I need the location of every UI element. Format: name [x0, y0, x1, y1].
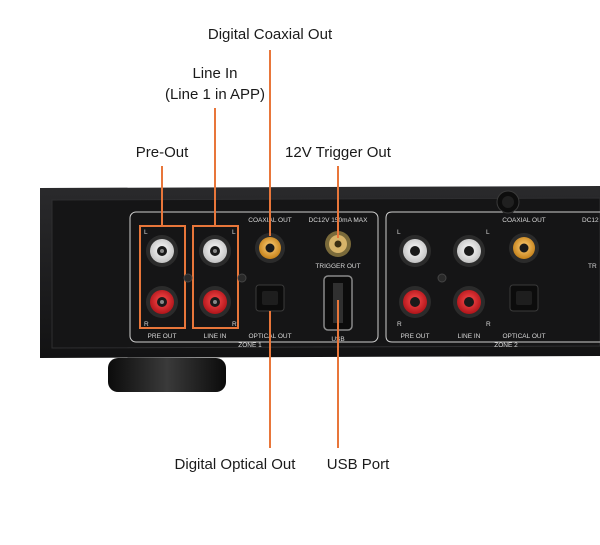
z1-l-right: L [232, 229, 236, 236]
z2-pre-out-label: PRE OUT [401, 333, 430, 340]
z2-tr-partial: TR [588, 263, 597, 270]
zone2-line-in-r-jack [453, 286, 485, 318]
z2-coaxial-label: COAXIAL OUT [502, 217, 545, 224]
chassis-screw [496, 190, 520, 214]
z1-pre-out-label: PRE OUT [148, 333, 177, 340]
z2-zone-label: ZONE 2 [494, 342, 518, 349]
pre-out-label: Pre-Out [135, 144, 189, 161]
digital-coaxial-out-label: Digital Coaxial Out [207, 26, 333, 43]
z1-l-left: L [144, 229, 148, 236]
usb-port-label: USB Port [326, 456, 390, 473]
zone2-pre-out-l-jack [399, 235, 431, 267]
zone1-trigger-jack [325, 231, 351, 257]
line-in-sublabel: (Line 1 in APP) [164, 86, 266, 103]
z1-r-right: R [232, 321, 237, 328]
zone1-line-in-r-jack [199, 286, 231, 318]
z2-line-in-label: LINE IN [458, 333, 481, 340]
zone2-frame [385, 211, 600, 343]
z2-r-right: R [486, 321, 491, 328]
zone1-frame [129, 211, 379, 343]
zone2-coaxial-jack [509, 233, 539, 263]
z2-l-left: L [397, 229, 401, 236]
zone1-pre-out-r-jack [146, 286, 178, 318]
z1-trigger-label: TRIGGER OUT [315, 263, 360, 270]
digital-optical-out-label: Digital Optical Out [174, 456, 296, 473]
z1-line-in-label: LINE IN [204, 333, 227, 340]
z2-dc-partial: DC12 [582, 217, 599, 224]
device-foot [108, 358, 226, 392]
z2-optical-label: OPTICAL OUT [502, 333, 545, 340]
line-in-label: Line In [192, 65, 238, 82]
zone1-optical-port [255, 284, 285, 312]
z1-r-left: R [144, 321, 149, 328]
zone2-pre-out-r-jack [399, 286, 431, 318]
z2-l-right: L [486, 229, 490, 236]
trigger-out-label: 12V Trigger Out [285, 144, 391, 161]
zone2-line-in-l-jack [453, 235, 485, 267]
zone1-line-in-l-jack [199, 235, 231, 267]
zone1-pre-out-l-jack [146, 235, 178, 267]
zone1-coaxial-jack [255, 233, 285, 263]
z1-zone-label: ZONE 1 [238, 342, 262, 349]
z2-r-left: R [397, 321, 402, 328]
zone2-optical-port [509, 284, 539, 312]
